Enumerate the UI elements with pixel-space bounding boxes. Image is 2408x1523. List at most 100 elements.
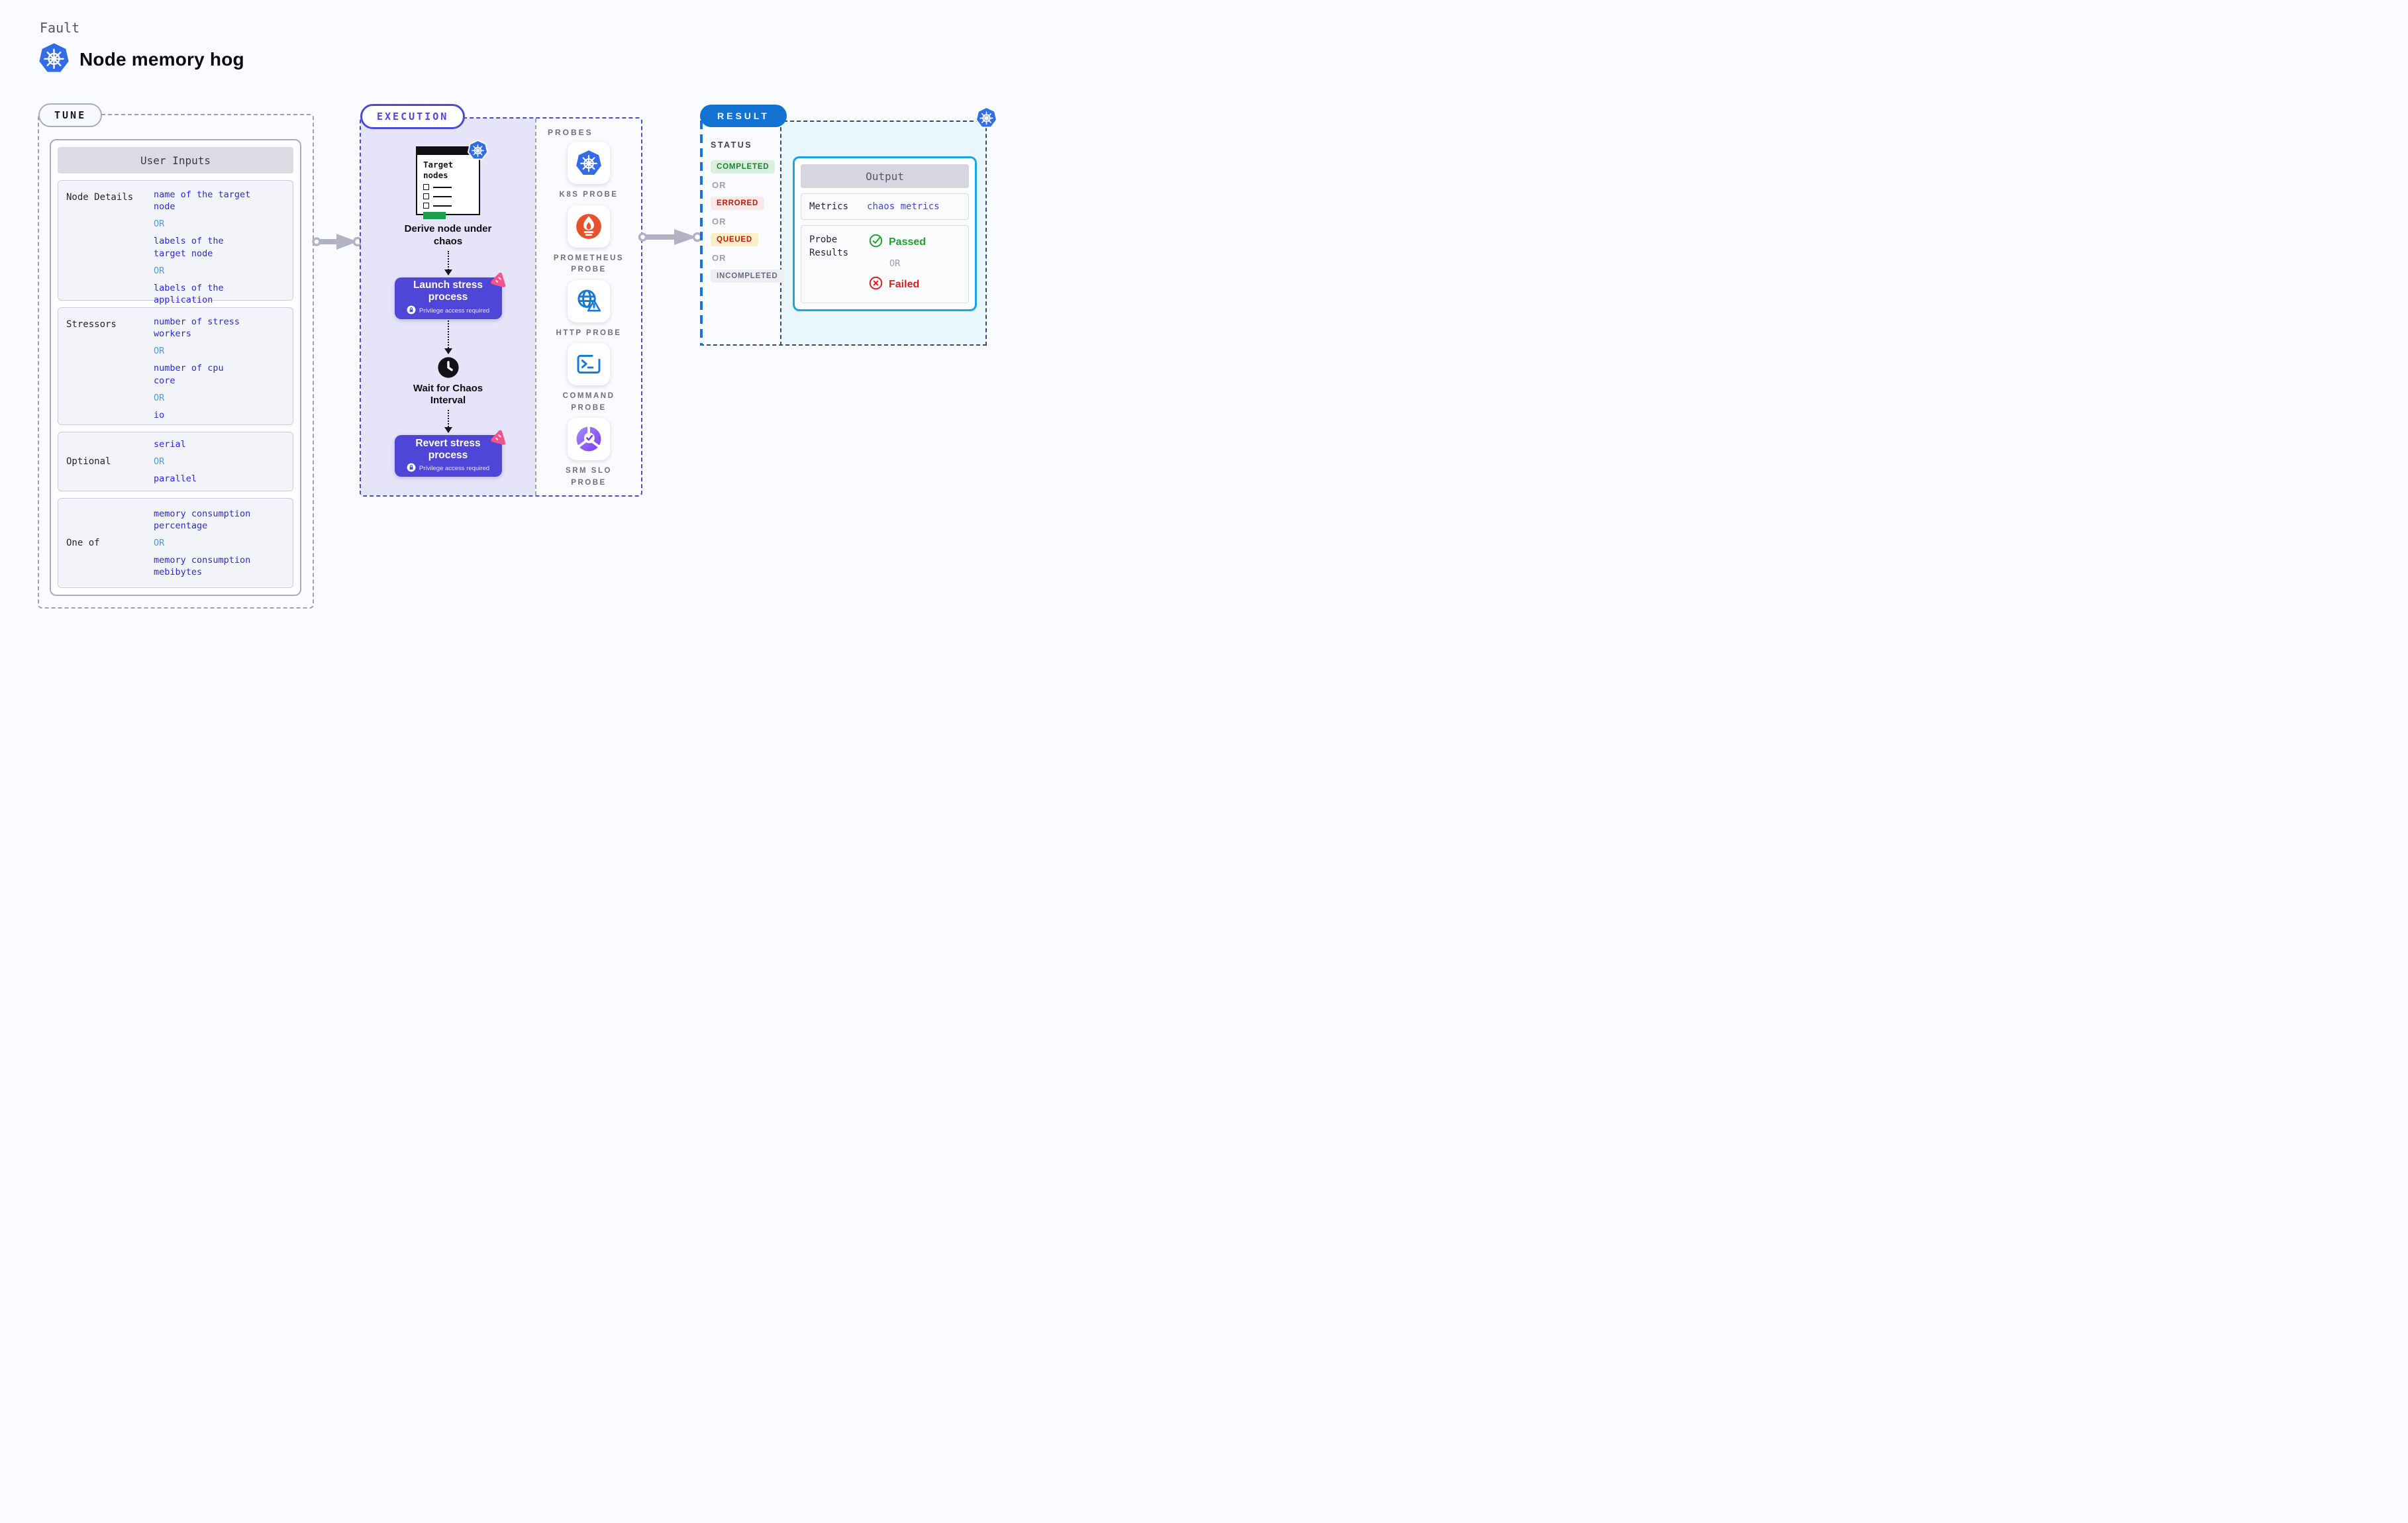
privilege-note-text: Privilege access required	[419, 307, 490, 315]
input-row-node-details: Node Details name of the target node OR …	[58, 180, 293, 317]
metrics-row: Metrics chaos metrics	[801, 193, 969, 220]
status-badge-incompleted: INCOMPLETED	[711, 270, 784, 283]
input-row-optional: Optional serial OR parallel	[58, 432, 293, 491]
privilege-note-text: Privilege access required	[419, 465, 490, 473]
probe-item-srm-slo: SRM SLO PROBE	[549, 417, 628, 489]
or-separator: OR	[154, 346, 165, 357]
probe-item-prometheus: PROMETHEUS PROBE	[549, 205, 628, 277]
input-value: name of the target node	[154, 189, 251, 213]
input-row-values: serial OR parallel	[154, 438, 285, 485]
kubernetes-icon	[38, 42, 70, 77]
metrics-value: chaos metrics	[867, 201, 940, 212]
x-circle-icon	[869, 276, 883, 293]
user-inputs-card: User Inputs Node Details name of the tar…	[50, 139, 301, 596]
probe-item-http: HTTP PROBE	[549, 279, 628, 340]
node-line	[433, 195, 452, 197]
checkbox-icon	[423, 184, 429, 191]
or-separator: OR	[154, 456, 165, 467]
probe-results-row: Probe Results Passed OR Failed	[801, 225, 969, 303]
input-row-label: One of	[66, 538, 100, 548]
node-line	[433, 186, 452, 188]
input-row-label: Optional	[66, 456, 111, 467]
user-inputs-title: User Inputs	[58, 147, 293, 173]
srm-slo-probe-icon	[568, 417, 610, 460]
execution-section: Target nodes Derive node under chaos Lau…	[360, 117, 642, 497]
kubernetes-icon	[975, 106, 998, 128]
litmus-chaos-icon	[488, 270, 508, 289]
privilege-note: Privilege access required	[407, 305, 489, 317]
input-value: number of cpu core	[154, 363, 224, 386]
command-probe-icon	[568, 342, 610, 385]
node-list-item	[423, 193, 473, 200]
input-row-label: Node Details	[66, 192, 134, 203]
derive-step-label: Derive node under chaos	[404, 223, 492, 247]
fault-diagram: Fault Node memory hog TUNE User Inputs N…	[0, 0, 1030, 657]
metrics-label: Metrics	[809, 201, 849, 212]
kubernetes-icon	[467, 139, 489, 160]
target-card-titlebar	[417, 147, 479, 155]
prometheus-probe-icon	[568, 205, 610, 248]
probe-results-label: Probe Results	[809, 234, 849, 258]
checkbox-icon	[423, 203, 429, 209]
result-section: STATUS COMPLETED OR ERRORED OR QUEUED OR…	[700, 121, 987, 346]
checkbox-icon	[423, 193, 429, 200]
node-list-item	[423, 184, 473, 191]
input-value: memory consumption mebibytes	[154, 555, 251, 578]
status-badge-errored: ERRORED	[711, 197, 765, 210]
or-separator: OR	[712, 217, 727, 226]
privilege-note: Privilege access required	[407, 463, 489, 474]
probe-failed: Failed	[869, 276, 960, 293]
input-value: number of stress workers	[154, 317, 240, 340]
node-list-item	[423, 203, 473, 209]
http-probe-icon	[568, 279, 610, 322]
or-separator: OR	[154, 265, 165, 276]
or-separator: OR	[712, 180, 727, 190]
probe-item-k8s: K8S PROBE	[549, 142, 628, 201]
input-value: io	[154, 409, 165, 420]
status-badge-completed: COMPLETED	[711, 160, 776, 173]
output-card: Output Metrics chaos metrics Probe Resul…	[793, 156, 977, 311]
or-separator: OR	[154, 219, 165, 230]
or-separator: OR	[154, 538, 165, 548]
tune-badge: TUNE	[38, 103, 103, 127]
or-separator: OR	[712, 253, 727, 263]
lock-icon	[407, 463, 416, 474]
litmus-chaos-icon	[488, 427, 508, 447]
result-badge: RESULT	[700, 105, 787, 127]
page-header: Node memory hog	[38, 42, 244, 77]
status-header: STATUS	[711, 140, 753, 150]
launch-stress-node: Launch stress process Privilege access r…	[394, 272, 505, 319]
k8s-probe-icon	[568, 142, 610, 185]
input-value: labels of the target node	[154, 236, 224, 259]
arrow-down-connector	[444, 320, 452, 354]
execution-badge: EXECUTION	[360, 104, 466, 129]
target-nodes-title: Target nodes	[423, 160, 454, 180]
revert-stress-title: Revert stress process	[415, 437, 481, 461]
execution-flow: Target nodes Derive node under chaos Lau…	[361, 139, 535, 477]
clock-icon	[437, 356, 460, 379]
arrow-right-icon	[311, 232, 363, 254]
wait-step-label: Wait for Chaos Interval	[413, 382, 483, 407]
input-row-values: number of stress workers OR number of cp…	[154, 316, 285, 421]
probes-divider	[535, 119, 536, 495]
probes-panel: PROBES K8S PROBE PROMETHEUS PROBE	[536, 119, 641, 495]
lock-icon	[407, 305, 416, 317]
input-row-label: Stressors	[66, 319, 117, 330]
revert-stress-node: Revert stress process Privilege access r…	[394, 430, 505, 477]
check-circle-icon	[869, 234, 883, 251]
input-row-one-of: One of memory consumption percentage OR …	[58, 498, 293, 588]
target-nodes-card: Target nodes	[416, 139, 489, 220]
status-badge-queued: QUEUED	[711, 233, 759, 246]
input-row-values: name of the target node OR labels of the…	[154, 189, 285, 319]
arrow-right-icon	[638, 228, 703, 250]
probe-item-command: COMMAND PROBE	[549, 342, 628, 415]
or-separator: OR	[889, 258, 901, 269]
input-value: memory consumption percentage	[154, 508, 251, 531]
input-row-stressors: Stressors number of stress workers OR nu…	[58, 307, 293, 425]
input-row-values: memory consumption percentage OR memory …	[154, 508, 285, 579]
probes-header: PROBES	[548, 128, 593, 137]
launch-stress-title: Launch stress process	[413, 279, 483, 303]
node-line	[433, 205, 452, 207]
status-column: STATUS COMPLETED OR ERRORED OR QUEUED OR…	[711, 140, 784, 289]
fault-kind-label: Fault	[40, 20, 80, 36]
